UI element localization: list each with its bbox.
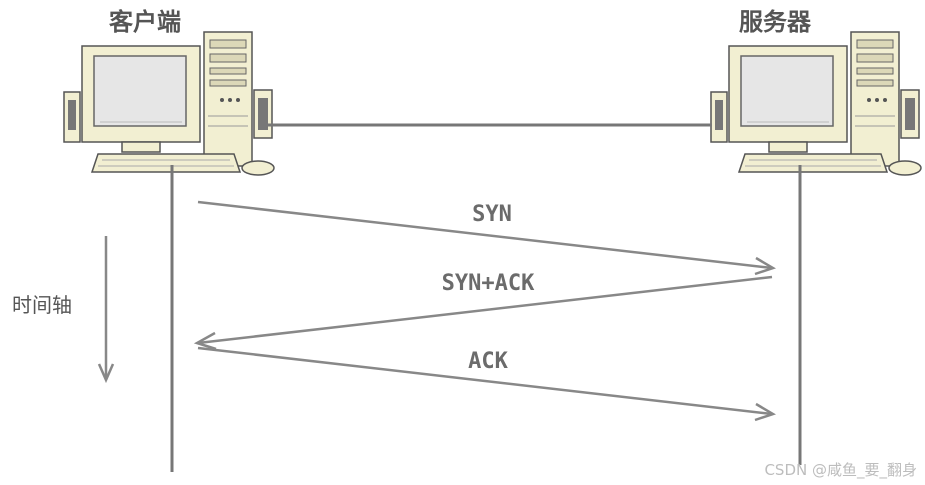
syn-ack-label: SYN+ACK	[442, 271, 535, 296]
client-label: 客户端	[109, 7, 181, 36]
syn-message-arrow	[197, 200, 777, 276]
server-label: 服务器	[739, 7, 812, 36]
ack-message-arrow	[197, 346, 777, 422]
watermark: CSDN @咸鱼_要_翻身	[764, 461, 917, 480]
time-axis-arrow	[97, 236, 115, 384]
syn-ack-message-arrow	[193, 275, 773, 351]
ack-label: ACK	[468, 349, 508, 374]
server-computer-icon	[710, 31, 922, 176]
time-axis-label: 时间轴	[12, 293, 72, 317]
client-computer-icon	[63, 31, 275, 176]
syn-label: SYN	[472, 202, 512, 227]
